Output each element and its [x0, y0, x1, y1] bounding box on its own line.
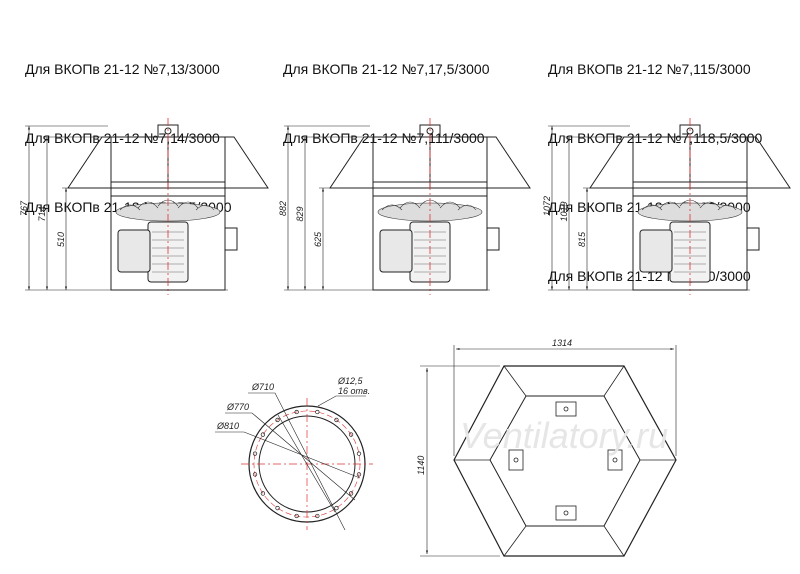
flange-d3-label: Ø810 — [216, 421, 239, 431]
spec-power: 30/3000 — [700, 268, 751, 284]
bolt-hole — [356, 451, 362, 456]
bolt-hole — [252, 472, 258, 477]
spec-model: Для ВКОПв 21-12 №7,1 — [25, 130, 178, 146]
spec-row: Для ВКОПв 21-12 №7,115/3000 — [548, 58, 762, 81]
dimension-label: 510 — [56, 232, 66, 247]
bolt-hole — [348, 432, 354, 437]
spec-model: Для ВКОПв 21-12 №7,1 — [283, 61, 436, 77]
bolt-hole — [356, 472, 362, 477]
dimension-label: 714 — [37, 206, 47, 221]
bolt-hole — [294, 513, 299, 519]
dimension-label: 1072 — [542, 196, 552, 216]
fan-side-view: 767 714 510 — [19, 117, 269, 296]
spec-power: 11/3000 — [435, 130, 485, 146]
spec-group-3: Для ВКОПв 21-12 №7,115/3000 Для ВКОПв 21… — [548, 12, 762, 311]
fan-body — [67, 117, 269, 296]
fan-body — [329, 117, 531, 296]
dimension-label: 625 — [313, 231, 323, 247]
flange-d1-label: Ø710 — [251, 382, 274, 392]
bolt-hole — [294, 409, 299, 415]
dimension-label: 829 — [295, 206, 305, 221]
spec-model: Для ВКОПв 21-12 №7,1 — [25, 61, 178, 77]
hex-height-label: 1140 — [416, 456, 426, 475]
mount-bracket — [607, 449, 623, 471]
spec-model: Для ВКОПв 21-12 №7,1 — [548, 130, 701, 146]
hex-outer — [453, 365, 677, 557]
spec-model: Для ВКОПв 21-12 №7,1 — [283, 130, 436, 146]
spec-model: Для ВКОПв 21-12 №7,1 — [548, 61, 701, 77]
spec-row: Для ВКОПв 21-12 №7,111/3000 — [283, 127, 490, 150]
bolt-hole — [315, 513, 320, 519]
spec-group-2: Для ВКОПв 21-12 №7,17,5/3000 Для ВКОПв 2… — [283, 12, 490, 173]
dimension-label: 815 — [577, 231, 587, 247]
bolt-hole — [275, 417, 280, 423]
spec-power: 4/3000 — [177, 130, 220, 146]
flange-hole-label: Ø12,5 — [337, 376, 364, 386]
bolt-hole — [260, 432, 266, 437]
bolt-hole — [334, 505, 339, 511]
flange-d2-label: Ø770 — [226, 402, 249, 412]
spec-row: Для ВКОПв 21-12 №7,14/3000 — [25, 127, 232, 150]
bolt-hole — [275, 505, 280, 511]
bolt-hole — [315, 409, 320, 415]
bolt-hole — [252, 451, 258, 456]
flange-holes-count: 16 отв. — [338, 386, 370, 396]
fan-side-view: 1072 1019 815 — [542, 117, 791, 296]
mount-bracket — [555, 401, 577, 417]
fan-body — [589, 117, 791, 296]
hex-width-label: 1314 — [552, 338, 572, 348]
bolt-hole — [348, 491, 354, 496]
bolt-hole — [334, 417, 339, 423]
dimension-label: 767 — [19, 200, 29, 216]
hexagon-view: 1314 1140 Ventilatory.ru — [416, 338, 677, 557]
mount-bracket — [508, 449, 524, 471]
dimension-label: 882 — [278, 201, 288, 216]
fan-side-view: 882 829 625 — [278, 117, 531, 296]
spec-power: 7,5/3000 — [435, 61, 490, 77]
dimension-label: 1019 — [559, 201, 569, 221]
spec-row: Для ВКОПв 21-12 №7,13/3000 — [25, 58, 232, 81]
spec-power: 3/3000 — [177, 61, 220, 77]
bolt-hole — [260, 491, 266, 496]
watermark: Ventilatory.ru — [460, 415, 668, 456]
flange-view: Ø710 Ø770 Ø810 Ø12,5 16 отв. — [215, 376, 373, 531]
spec-row: Для ВКОПв 21-12 №7,17,5/3000 — [283, 58, 490, 81]
mount-bracket — [555, 505, 577, 521]
spec-power: 15/3000 — [700, 61, 751, 77]
